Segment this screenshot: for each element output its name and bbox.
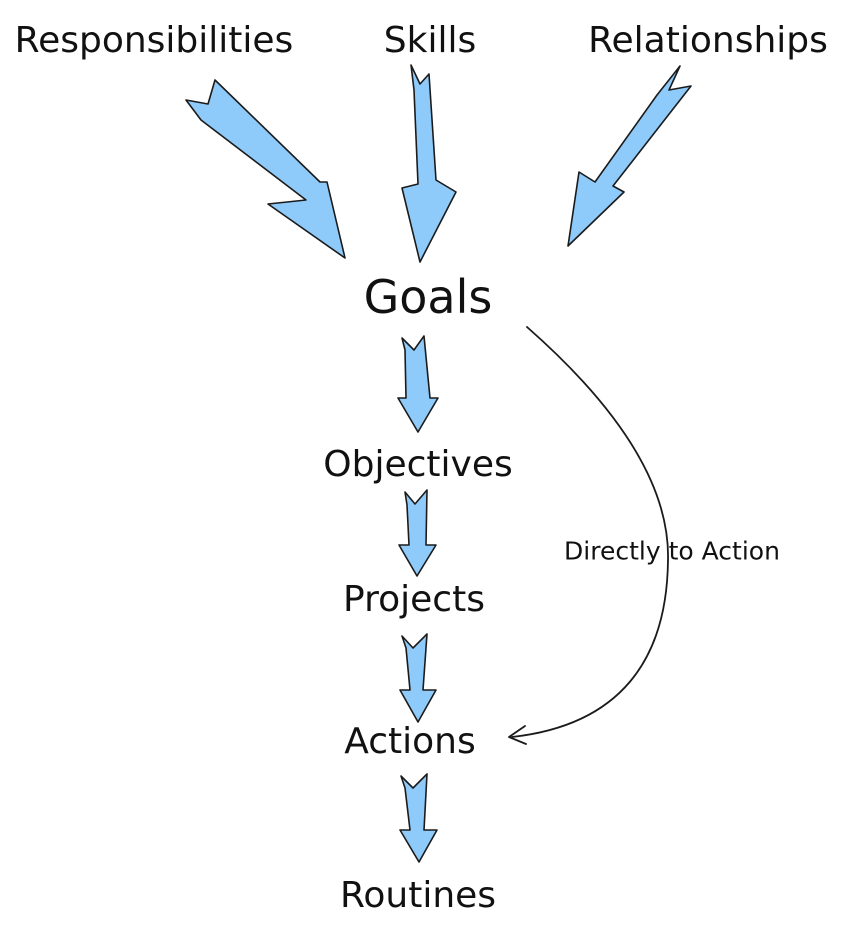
arrow-projects-to-actions xyxy=(399,633,437,723)
arrow-relationships-to-goals xyxy=(567,65,692,247)
arrow-actions-to-routines xyxy=(399,773,438,863)
node-goals: Goals xyxy=(363,270,493,324)
curve-arrowhead xyxy=(508,725,527,745)
node-skills: Skills xyxy=(383,20,477,61)
arrow-objectives-to-projects xyxy=(398,489,437,577)
node-responsibilities: Responsibilities xyxy=(14,20,294,61)
arrow-goals-to-objectives xyxy=(397,335,439,433)
arrow-responsibilities-to-goals xyxy=(185,79,346,259)
node-routines: Routines xyxy=(339,875,497,916)
node-objectives: Objectives xyxy=(323,444,513,485)
node-relationships: Relationships xyxy=(588,20,828,61)
node-projects: Projects xyxy=(343,579,485,620)
curve-goals-to-actions xyxy=(511,326,669,738)
arrow-skills-to-goals xyxy=(401,64,457,263)
node-actions: Actions xyxy=(344,721,476,762)
edge-label-directly-to-action: Directly to Action xyxy=(564,536,780,566)
